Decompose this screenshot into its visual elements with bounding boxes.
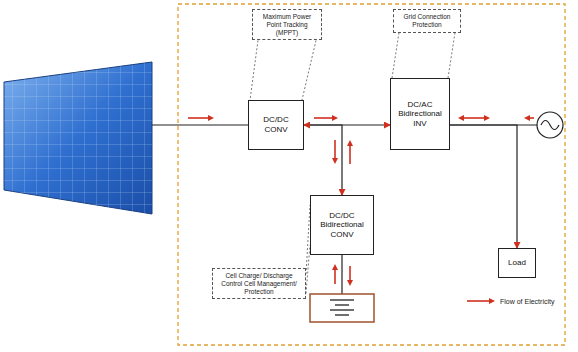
ac-grid-source <box>537 112 563 138</box>
node-text: Load <box>508 258 526 268</box>
node-text: DC/AC Bidirectional INV <box>398 100 442 129</box>
callout-box: Grid Connection Protection <box>393 9 461 33</box>
node-text: DC/DC CONV <box>263 115 288 134</box>
callout-box: Maximum Power Point Tracking (MPPT) <box>252 9 322 40</box>
callout-box: Cell Charge/ Discharge Control Cell Mana… <box>212 268 306 299</box>
legend-arrow-sample <box>466 297 496 305</box>
callout-leader <box>250 40 316 100</box>
wire <box>341 255 342 294</box>
legend: Flow of Electricity <box>466 297 554 305</box>
node-text: DC/DC Bidirectional CONV <box>320 211 364 240</box>
battery <box>310 294 374 322</box>
converter-box: DC/DC Bidirectional CONV <box>310 195 374 255</box>
node-text: Cell Charge/ Discharge Control Cell Mana… <box>217 272 301 295</box>
legend-text: Flow of Electricity <box>500 298 554 305</box>
node-text: Maximum Power Point Tracking (MPPT) <box>257 13 317 36</box>
wire <box>152 124 248 125</box>
callout-leader <box>392 33 455 78</box>
system-boundary <box>178 4 565 345</box>
node-text: Grid Connection Protection <box>398 13 456 29</box>
converter-box: DC/DC CONV <box>248 100 304 150</box>
inverter-box: DC/AC Bidirectional INV <box>390 78 450 150</box>
load-box: Load <box>498 248 536 278</box>
solar-panel <box>4 62 152 214</box>
flow-arrow <box>188 115 534 286</box>
power-line <box>450 125 517 248</box>
power-line <box>304 125 342 195</box>
